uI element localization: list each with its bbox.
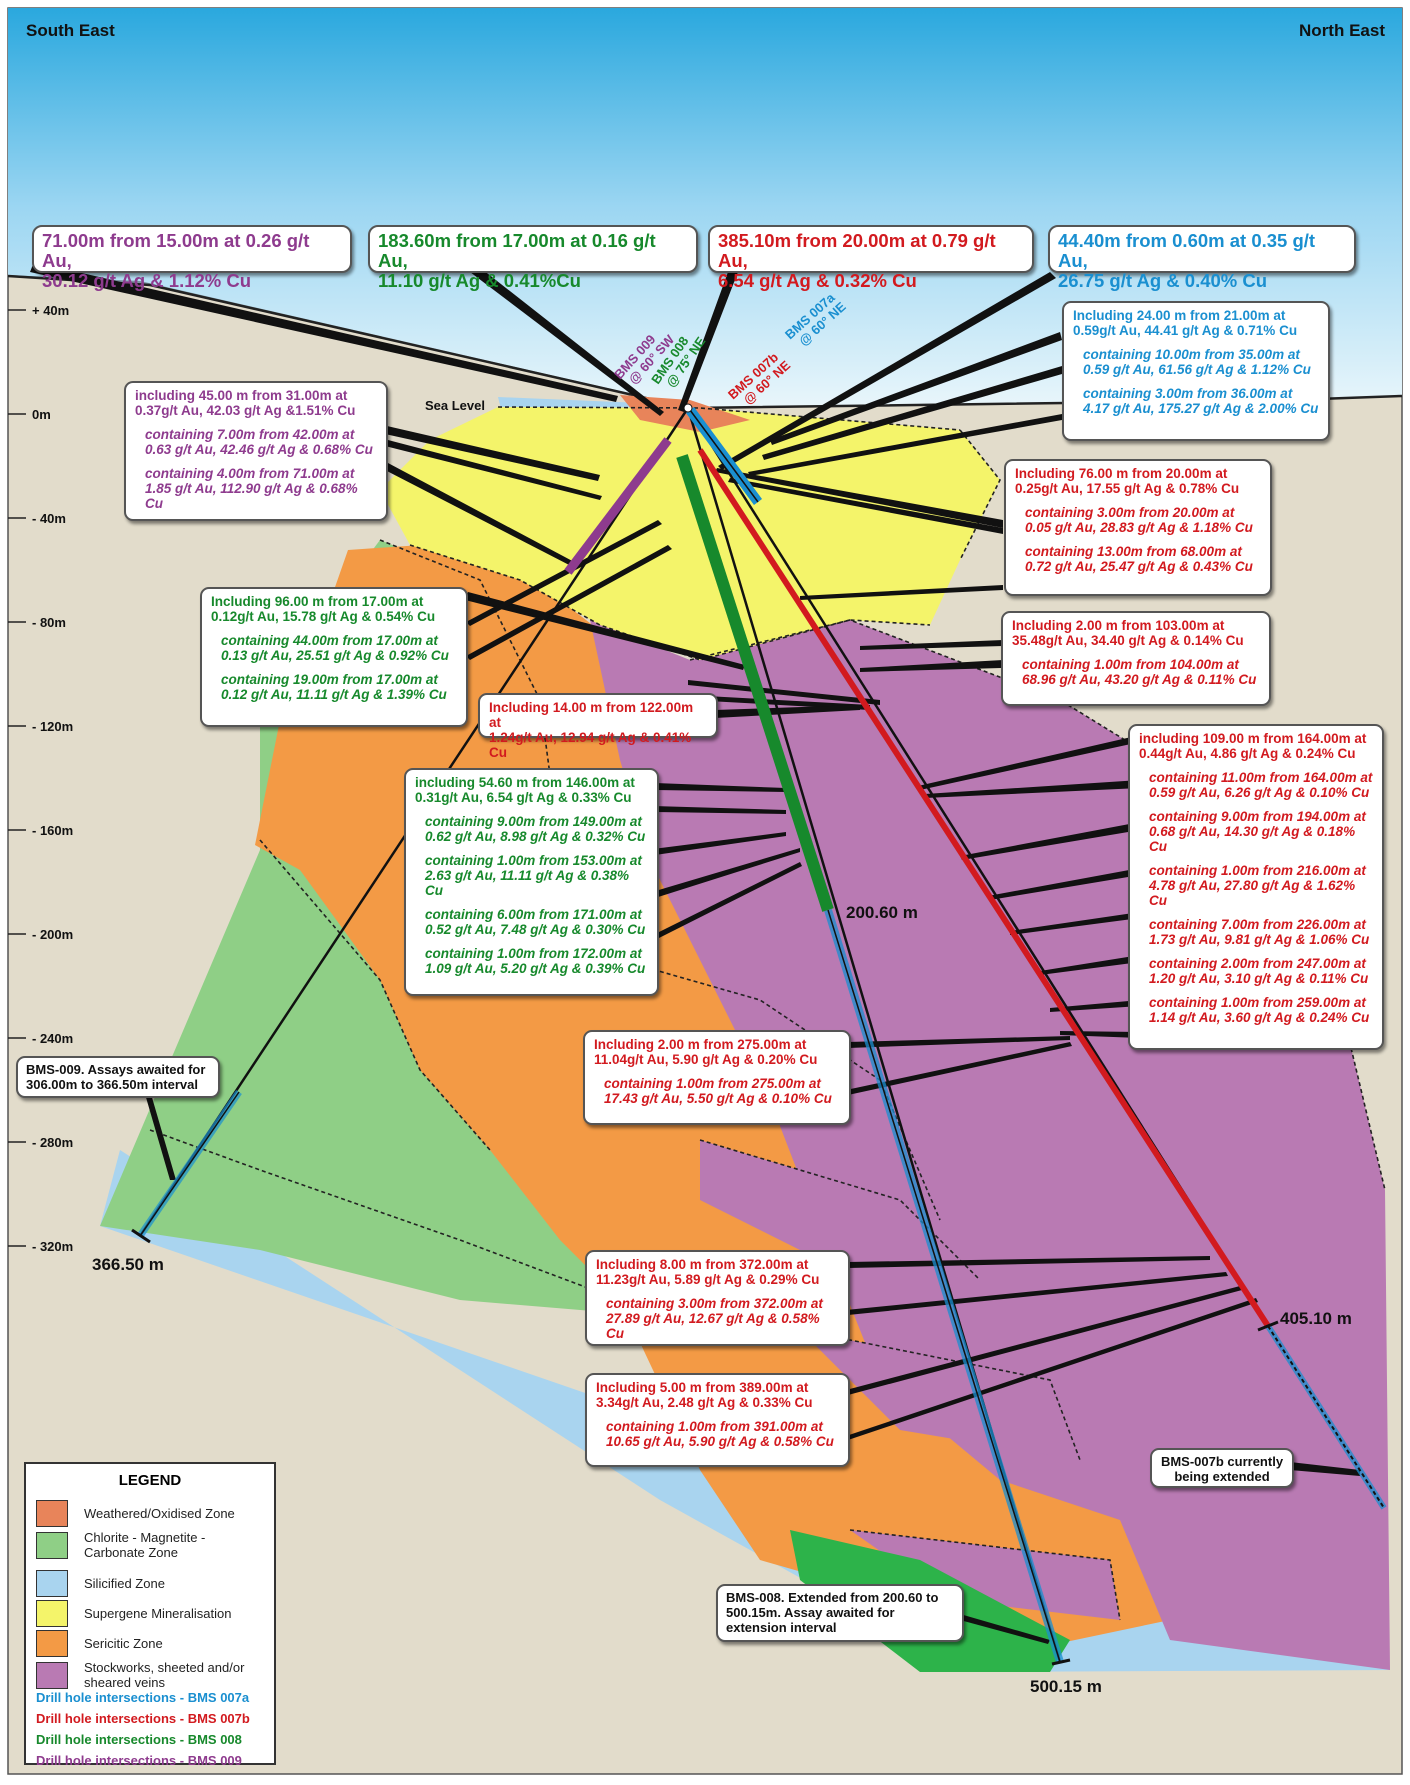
elev-label: - 280m [32,1135,73,1150]
legend-swatch [36,1661,68,1689]
legend-swatch [36,1500,68,1527]
legend-item-sericitic: Sericitic Zone [36,1630,163,1657]
legend-swatch [36,1531,68,1559]
legend-swatch [36,1570,68,1597]
legend-swatch [36,1600,68,1627]
depth-405: 405.10 m [1280,1309,1352,1328]
legend-item-chlorite: Chlorite - Magnetite -Carbonate Zone [36,1530,205,1560]
legend-title: LEGEND [118,1472,182,1489]
elev-label: 0m [32,407,51,422]
legend-item-oxidised: Weathered/Oxidised Zone [36,1500,235,1527]
elev-label: - 80m [32,615,66,630]
summary-bms007b: 385.10m from 20.00m at 0.79 g/t Au,6.54 … [708,225,1034,291]
elev-label: - 120m [32,719,73,734]
legend: LEGEND Weathered/Oxidised Zone Chlorite … [24,1462,276,1768]
elev-label: + 40m [32,303,69,318]
direction-left: South East [26,21,115,40]
sea-level-label: Sea Level [425,398,485,413]
elev-label: - 200m [32,927,73,942]
depth-500: 500.15 m [1030,1677,1102,1696]
summary-bms007a: 44.40m from 0.60m at 0.35 g/t Au,26.75 g… [1048,225,1356,291]
legend-hole-bms007b: Drill hole intersections - BMS 007b [36,1711,250,1726]
elev-label: - 40m [32,511,66,526]
legend-hole-bms009: Drill hole intersections - BMS 009 [36,1753,242,1768]
depth-366: 366.50 m [92,1255,164,1274]
sky [8,8,1402,408]
legend-hole-bms007a: Drill hole intersections - BMS 007a [36,1690,250,1705]
legend-swatch [36,1630,68,1657]
legend-item-silicified: Silicified Zone [36,1570,165,1597]
depth-200: 200.60 m [846,903,918,922]
elev-label: - 240m [32,1031,73,1046]
summary-bms009: 71.00m from 15.00m at 0.26 g/t Au,30.12 … [32,225,352,291]
elev-label: - 320m [32,1239,73,1254]
summary-bms008: 183.60m from 17.00m at 0.16 g/t Au,11.10… [368,225,698,291]
leader-lines [30,262,1360,1644]
direction-right: North East [1299,21,1385,40]
legend-hole-bms008: Drill hole intersections - BMS 008 [36,1732,242,1747]
elev-label: - 160m [32,823,73,838]
legend-item-supergene: Supergene Mineralisation [36,1600,231,1627]
